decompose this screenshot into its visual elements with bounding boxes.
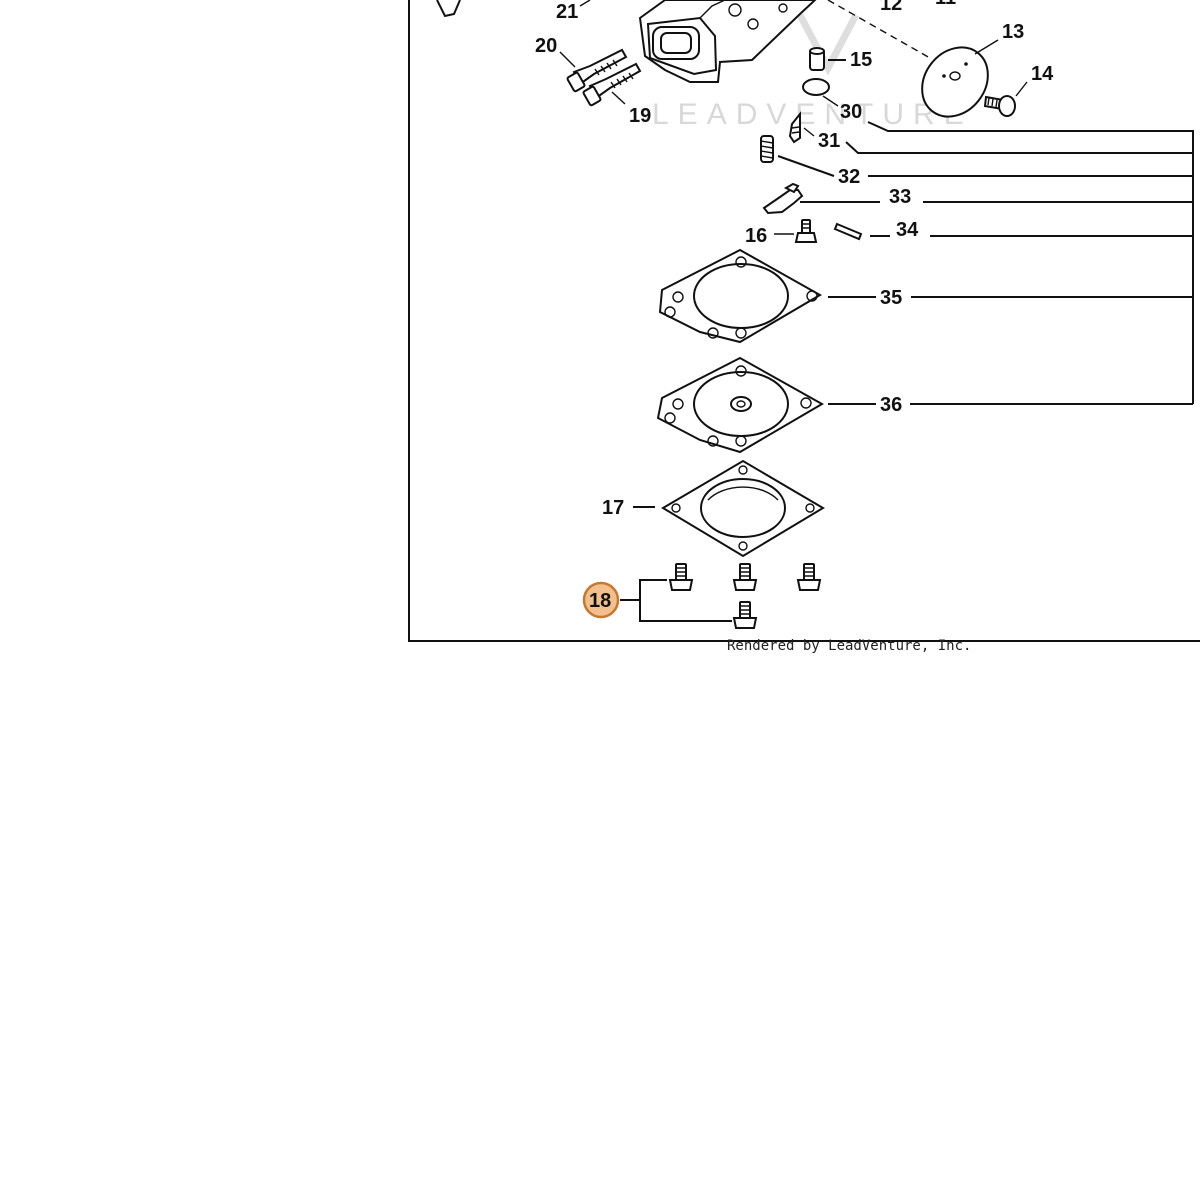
callout-33[interactable]: 33 bbox=[889, 186, 911, 208]
dashed-leader bbox=[827, 0, 931, 59]
part-32-spring bbox=[760, 135, 774, 163]
part-16-screw bbox=[794, 219, 818, 243]
leader-14 bbox=[1015, 81, 1028, 97]
part-36-diaphragm bbox=[656, 356, 825, 454]
part-17-gasket bbox=[661, 459, 825, 558]
callout-32[interactable]: 32 bbox=[838, 166, 860, 188]
part-35-gasket bbox=[658, 248, 823, 344]
callout-20[interactable]: 20 bbox=[535, 35, 557, 57]
diagram-frame bbox=[408, 0, 1200, 642]
callout-13[interactable]: 13 bbox=[1002, 21, 1024, 43]
part-22-fragment bbox=[436, 0, 461, 18]
leader-31 bbox=[845, 141, 1193, 154]
callout-15[interactable]: 15 bbox=[850, 49, 872, 71]
part-34-pin bbox=[833, 222, 863, 241]
callout-34[interactable]: 34 bbox=[896, 219, 919, 241]
callout-14[interactable]: 14 bbox=[1031, 63, 1054, 85]
part-30-o-ring bbox=[802, 78, 830, 96]
carburetor-body bbox=[638, 0, 817, 83]
callout-17[interactable]: 17 bbox=[602, 497, 624, 519]
callout-36[interactable]: 36 bbox=[880, 394, 902, 416]
callout-19[interactable]: 19 bbox=[629, 105, 651, 127]
render-credit: Rendered by LeadVenture, Inc. bbox=[727, 638, 971, 654]
leader-21 bbox=[579, 0, 591, 7]
leader-20 bbox=[559, 51, 576, 68]
callout-35[interactable]: 35 bbox=[880, 287, 902, 309]
part-15-plug bbox=[809, 47, 825, 71]
part-14-screw bbox=[983, 95, 1016, 117]
callout-18[interactable]: 18 bbox=[589, 590, 611, 612]
part-19-screw bbox=[582, 62, 642, 107]
callout-12[interactable]: 12 bbox=[880, 0, 902, 15]
callout-18-highlighted[interactable]: 18 bbox=[582, 581, 620, 619]
part-18-screw bbox=[796, 563, 822, 591]
part-33-lever bbox=[762, 182, 804, 215]
part-20-screw bbox=[566, 48, 628, 93]
svg-text:LEADVENTURE: LEADVENTURE bbox=[652, 98, 973, 131]
leader-18-bracket bbox=[620, 579, 732, 622]
leader-30 bbox=[867, 121, 1193, 132]
leader-30-short bbox=[822, 95, 839, 107]
part-18-screw bbox=[668, 563, 694, 591]
callout-11[interactable]: 11 bbox=[935, 0, 956, 9]
part-18-screw bbox=[732, 563, 758, 591]
leader-19 bbox=[611, 91, 626, 105]
watermark: LEADVENTURE bbox=[652, 13, 973, 131]
leader-32-short bbox=[777, 155, 835, 177]
callout-30[interactable]: 30 bbox=[840, 101, 862, 123]
callout-21[interactable]: 21 bbox=[556, 1, 578, 23]
part-18-screw bbox=[732, 601, 758, 629]
leader-31-short bbox=[803, 127, 815, 137]
leader-13 bbox=[974, 39, 999, 55]
callout-31[interactable]: 31 bbox=[818, 130, 840, 152]
part-31-needle bbox=[788, 111, 801, 144]
callout-16[interactable]: 16 bbox=[745, 225, 767, 247]
